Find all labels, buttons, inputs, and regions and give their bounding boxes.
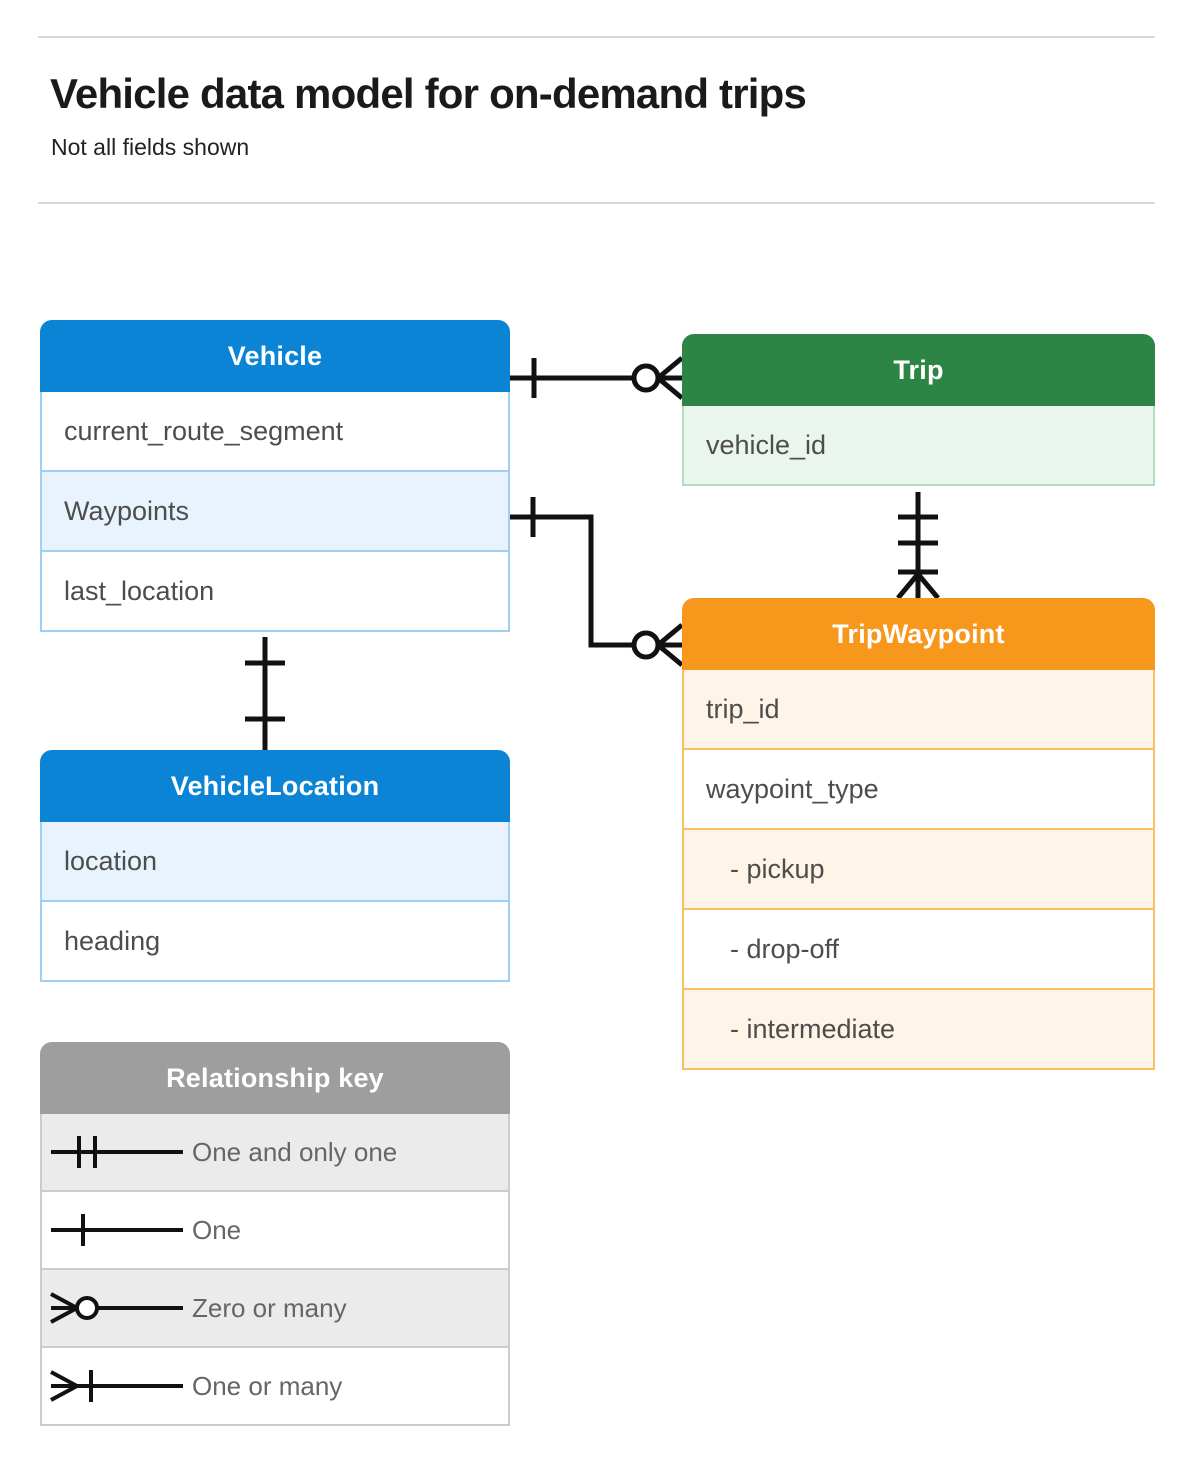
- legend-label-one: One: [192, 1214, 242, 1245]
- header-divider-top: [38, 36, 1155, 38]
- connector-trip-tripwaypoint: [896, 492, 940, 600]
- entity-tripwaypoint-value-drop-off[interactable]: - drop-off: [682, 910, 1155, 990]
- entity-tripwaypoint-field-trip_id[interactable]: trip_id: [682, 670, 1155, 750]
- legend-label-one-or-many: One or many: [192, 1370, 343, 1401]
- entity-vehicle-field-waypoints[interactable]: Waypoints: [40, 472, 510, 552]
- page-subtitle: Not all fields shown: [51, 134, 250, 160]
- one-and-only-one-icon: [42, 1130, 192, 1174]
- entity-tripwaypoint[interactable]: TripWaypoint trip_id waypoint_type - pic…: [682, 598, 1155, 1070]
- header-divider-bottom: [38, 202, 1155, 204]
- entity-vehicle-title: Vehicle: [40, 320, 510, 392]
- entity-vehiclelocation-field-heading[interactable]: heading: [40, 902, 510, 982]
- relationship-key-legend: Relationship key One and only one One: [40, 1042, 510, 1426]
- connector-vehicle-vehiclelocation: [245, 637, 285, 752]
- entity-tripwaypoint-title: TripWaypoint: [682, 598, 1155, 670]
- legend-item-one: One: [40, 1192, 510, 1270]
- entity-tripwaypoint-value-intermediate[interactable]: - intermediate: [682, 990, 1155, 1070]
- legend-label-zero-or-many: Zero or many: [192, 1292, 347, 1323]
- connector-vehicle-trip: [510, 356, 684, 400]
- one-icon: [42, 1208, 192, 1252]
- entity-trip[interactable]: Trip vehicle_id: [682, 334, 1155, 486]
- entity-trip-title: Trip: [682, 334, 1155, 406]
- connector-waypoints-tripwaypoint: [510, 497, 684, 667]
- zero-or-many-icon: [42, 1286, 192, 1330]
- entity-vehiclelocation-field-location[interactable]: location: [40, 822, 510, 902]
- legend-item-zero-or-many: Zero or many: [40, 1270, 510, 1348]
- entity-vehiclelocation-title: VehicleLocation: [40, 750, 510, 822]
- legend-item-one-or-many: One or many: [40, 1348, 510, 1426]
- legend-label-one-and-only-one: One and only one: [192, 1136, 398, 1167]
- entity-vehicle[interactable]: Vehicle current_route_segment Waypoints …: [40, 320, 510, 632]
- legend-item-one-and-only-one: One and only one: [40, 1114, 510, 1192]
- entity-tripwaypoint-value-pickup[interactable]: - pickup: [682, 830, 1155, 910]
- entity-vehicle-field-current_route_segment[interactable]: current_route_segment: [40, 392, 510, 472]
- entity-vehiclelocation[interactable]: VehicleLocation location heading: [40, 750, 510, 982]
- entity-trip-field-vehicle_id[interactable]: vehicle_id: [682, 406, 1155, 486]
- relationship-key-title: Relationship key: [40, 1042, 510, 1114]
- entity-vehicle-field-last_location[interactable]: last_location: [40, 552, 510, 632]
- one-or-many-icon: [42, 1364, 192, 1408]
- entity-tripwaypoint-field-waypoint_type[interactable]: waypoint_type: [682, 750, 1155, 830]
- page-title: Vehicle data model for on-demand trips: [50, 70, 807, 117]
